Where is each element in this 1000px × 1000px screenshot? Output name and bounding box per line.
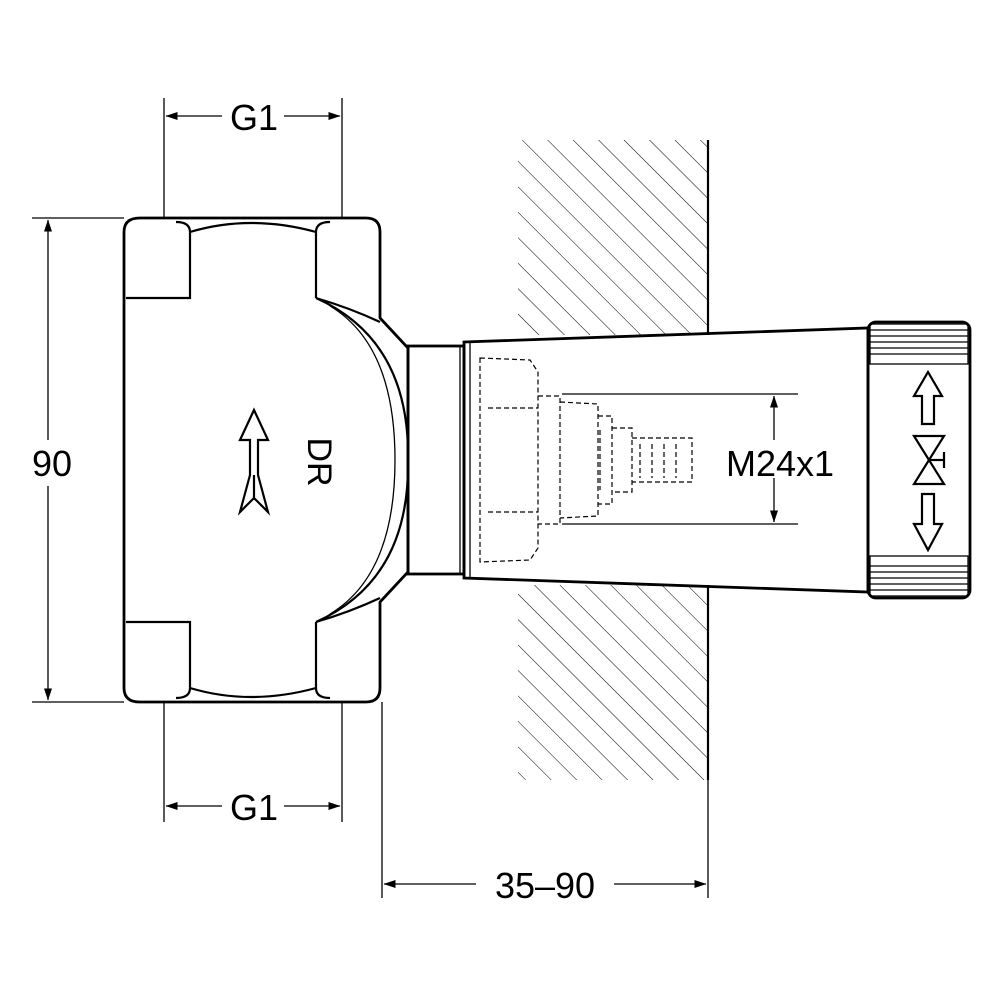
dimension-top-g1: G1 bbox=[163, 97, 343, 218]
valve-body bbox=[122, 216, 466, 704]
valve-symbol-icon bbox=[912, 434, 946, 486]
dimension-depth-35-90: 35–90 bbox=[381, 702, 709, 906]
valve-down-arrow-icon bbox=[912, 492, 944, 553]
body-marking-dr: DR bbox=[300, 437, 338, 486]
depth-range-label: 35–90 bbox=[495, 865, 595, 906]
top-thread-label: G1 bbox=[230, 97, 278, 138]
dimension-spindle-thread: M24x1 bbox=[562, 393, 834, 525]
spindle-thread-label: M24x1 bbox=[726, 443, 834, 484]
dimension-bottom-g1: G1 bbox=[163, 702, 343, 828]
sleeve-nut bbox=[866, 320, 972, 600]
bottom-thread-label: G1 bbox=[230, 787, 278, 828]
valve-up-arrow-icon bbox=[912, 369, 944, 426]
dimension-height-90: 90 bbox=[32, 217, 124, 703]
height-label: 90 bbox=[32, 443, 72, 484]
wall-section bbox=[518, 140, 710, 780]
flow-direction-arrow-icon bbox=[237, 407, 271, 516]
